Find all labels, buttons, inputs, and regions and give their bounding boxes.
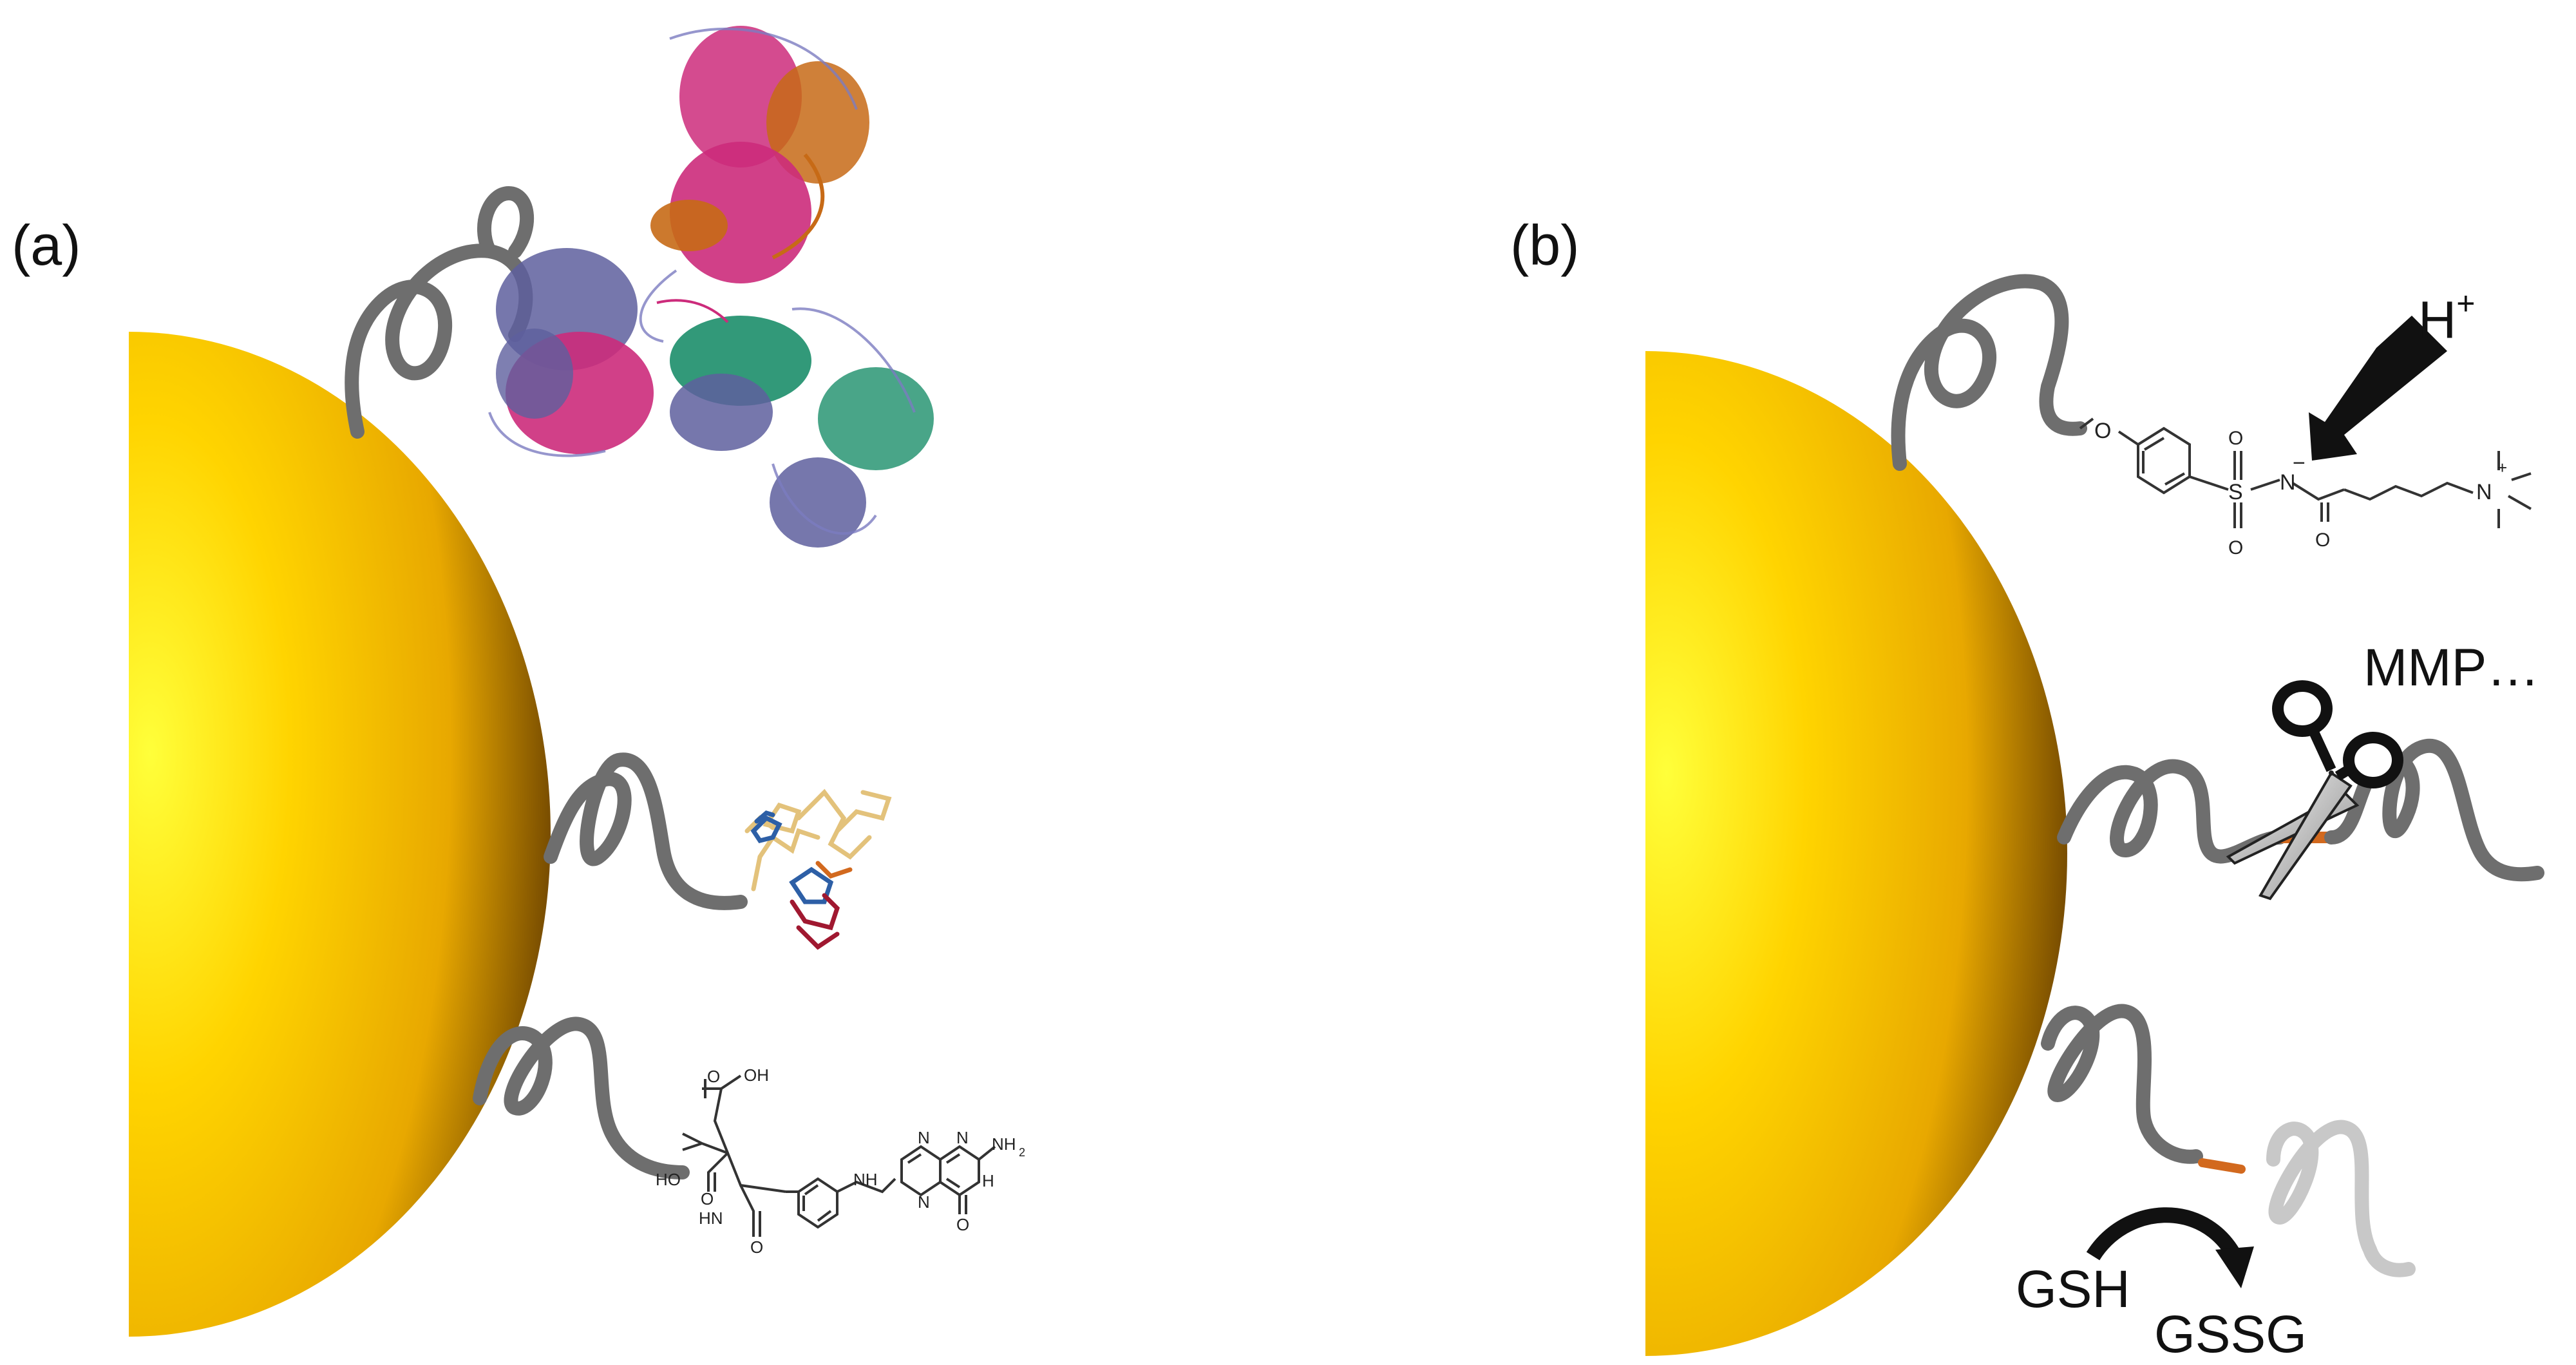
polymer-tether-mmp [2057,759,2287,864]
polymer-tether-sulfonamide [1891,274,2087,471]
svg-text:NH: NH [992,1134,1016,1154]
gssg-label: GSSG [2154,1305,2307,1364]
svg-text:O: O [2315,530,2330,551]
svg-text:HO: HO [656,1170,681,1189]
panel-label-b: (b) [1510,213,1580,277]
panel-b: O S O O N − O N + [1645,274,2544,1356]
polymer-tether-released [2266,1120,2416,1277]
cleavage-site-gsh [2198,1158,2246,1174]
ligand-stick-model-icon [744,788,892,950]
polymer-tether-gsh [2041,1004,2203,1164]
polymer-tether-antibody [345,243,533,439]
svg-text:N: N [2280,470,2296,495]
polymer-tether-folate [473,1017,690,1179]
svg-text:O: O [701,1189,714,1208]
polymer-tether-ligand [544,752,748,910]
svg-text:−: − [2293,451,2306,475]
svg-text:S: S [2228,480,2243,504]
svg-text:N: N [918,1128,930,1147]
svg-text:O: O [956,1215,969,1234]
proton-label: H+ [2418,285,2476,350]
svg-text:2: 2 [1019,1146,1025,1159]
scissors-icon [2226,680,2403,901]
curved-arrow-icon [2086,1207,2254,1288]
svg-text:H: H [982,1171,994,1190]
svg-text:O: O [2228,537,2243,558]
svg-text:O: O [707,1067,720,1086]
sulfonamide-structure: O S O O N − O N + [2079,417,2532,558]
svg-text:N: N [918,1192,930,1212]
svg-text:+: + [2497,458,2507,477]
svg-text:N: N [956,1128,969,1147]
svg-text:O: O [2228,428,2243,449]
arrow-icon [2309,316,2447,461]
gold-nanoparticle-a [129,332,551,1337]
svg-text:OH: OH [744,1065,769,1085]
svg-text:HN: HN [699,1208,723,1228]
antibody-icon [488,26,934,548]
svg-text:O: O [750,1237,763,1257]
panel-label-a: (a) [12,213,81,277]
enzyme-label: MMP… [2363,638,2540,697]
gold-nanoparticle-b [1645,351,2067,1356]
panel-a: O OH HO O HN O NH N N N NH 2 H O [129,26,1025,1337]
gsh-label: GSH [2016,1260,2130,1319]
svg-text:NH: NH [853,1170,878,1189]
svg-text:O: O [2094,419,2111,443]
folate-structure: O OH HO O HN O NH N N N NH 2 H O [656,1065,1025,1257]
svg-text:N: N [2476,480,2492,504]
